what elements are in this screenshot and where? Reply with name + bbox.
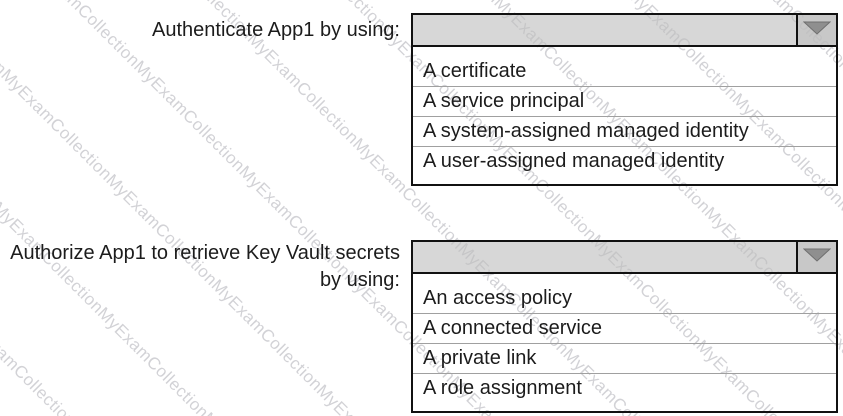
chevron-down-icon [802,21,832,40]
dropdown-2-selected-value[interactable] [413,242,796,272]
dropdown-1-option[interactable]: A service principal [413,87,836,117]
dropdown-2-arrow-button[interactable] [796,242,836,272]
dropdown-authenticate-app1: A certificate A service principal A syst… [411,13,838,186]
dropdown-1-arrow-button[interactable] [796,15,836,45]
dropdown-1-selected-value[interactable] [413,15,796,45]
question-1-label: Authenticate App1 by using: [152,19,400,41]
dropdown-authorize-keyvault: An access policy A connected service A p… [411,240,838,413]
dropdown-2-option[interactable]: A private link [413,344,836,374]
dropdown-1-select[interactable] [413,15,836,47]
dropdown-1-option-list: A certificate A service principal A syst… [413,47,836,184]
dropdown-1-option[interactable]: A user-assigned managed identity [423,150,725,172]
dropdown-2-select[interactable] [413,242,836,274]
dropdown-1-option[interactable]: A system-assigned managed identity [413,117,836,147]
dropdown-2-option-list: An access policy A connected service A p… [413,274,836,411]
dropdown-2-option[interactable]: A role assignment [423,377,582,399]
chevron-down-icon [802,248,832,267]
dropdown-2-option[interactable]: A connected service [413,314,836,344]
dropdown-1-option[interactable]: A certificate [413,57,836,87]
question-2-label: Authorize App1 to retrieve Key Vault sec… [10,242,400,291]
dropdown-2-option[interactable]: An access policy [413,284,836,314]
